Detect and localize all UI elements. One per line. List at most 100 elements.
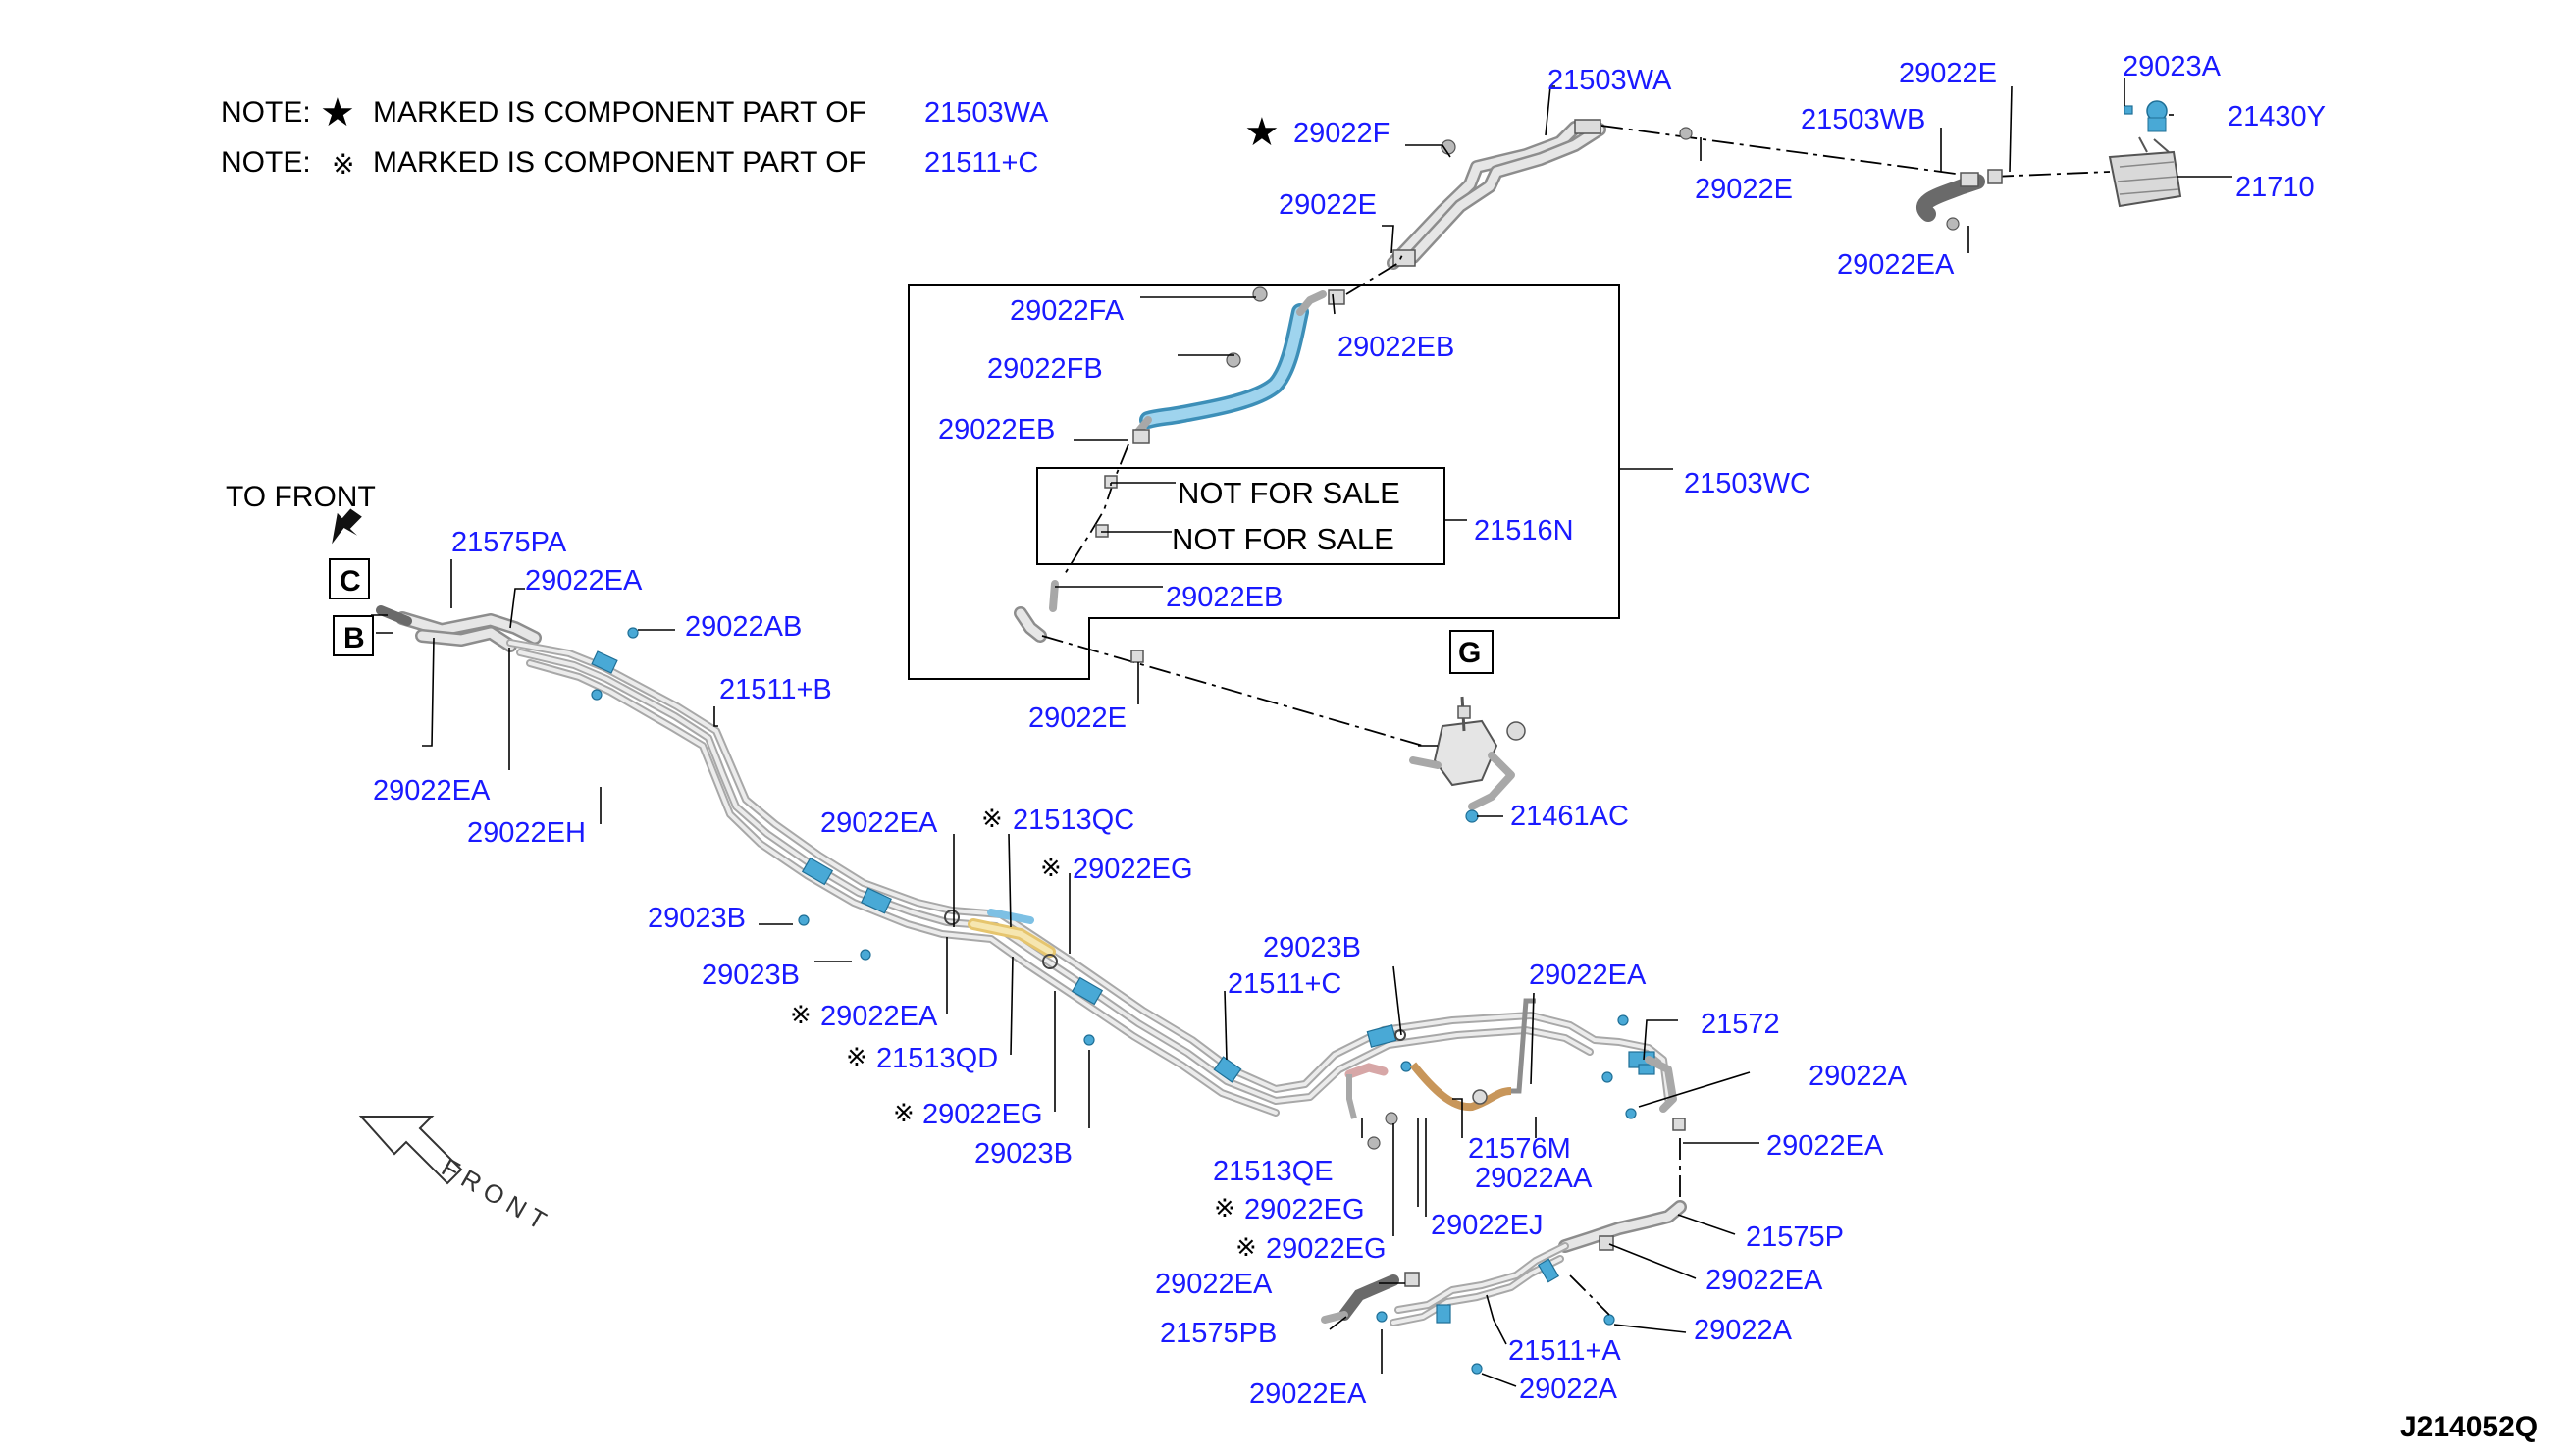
star-icon: ★ xyxy=(1244,111,1280,154)
tube-21513qe xyxy=(1344,1063,1389,1079)
callouts: 21503WA 29022E 29023A ★ 29022F 21503WB 2… xyxy=(373,51,2326,1410)
callout-29022e-mid[interactable]: 29022E xyxy=(1695,174,1793,205)
callout-29022ea-h[interactable]: 29022EA xyxy=(1705,1265,1823,1296)
callout-21575pb[interactable]: 21575PB xyxy=(1160,1318,1277,1349)
callout-29023b-a[interactable]: 29023B xyxy=(648,903,746,934)
clip xyxy=(1071,976,1104,1006)
hose-21575pb xyxy=(1338,1274,1399,1321)
callout-29022e-top[interactable]: 29022E xyxy=(1899,58,1997,89)
callout-21576m[interactable]: 21576M xyxy=(1468,1133,1571,1165)
callout-21513qc[interactable]: 21513QC xyxy=(1013,805,1134,836)
callout-29023a[interactable]: 29023A xyxy=(2123,51,2222,82)
reference-mark-icon: ※ xyxy=(981,804,1003,833)
callout-29022a-c[interactable]: 29022A xyxy=(1519,1374,1618,1405)
callout-21430y[interactable]: 21430Y xyxy=(2228,101,2326,132)
callout-29022ea-c[interactable]: 29022EA xyxy=(820,807,938,839)
callout-29022ea-b[interactable]: 29022EA xyxy=(373,775,491,806)
note-1-prefix: NOTE: xyxy=(221,96,311,129)
callout-29022ea-i[interactable]: 29022EA xyxy=(1249,1378,1367,1410)
bracket xyxy=(1433,719,1498,787)
group-box-21516n xyxy=(1036,467,1445,565)
callout-21503wa[interactable]: 21503WA xyxy=(1547,65,1672,96)
note-1: NOTE: ★ MARKED IS COMPONENT PART OF 2150… xyxy=(221,91,1049,134)
callout-21511a[interactable]: 21511+A xyxy=(1508,1335,1621,1367)
callout-29022ea-e[interactable]: 29022EA xyxy=(1529,960,1647,991)
bolt xyxy=(1252,286,1268,302)
bolt xyxy=(627,627,639,639)
callout-29023b-d[interactable]: 29023B xyxy=(1263,932,1361,963)
reference-box-g xyxy=(1449,630,1494,674)
diagram-code: J214052Q xyxy=(2400,1411,2538,1443)
callout-29022eg-b[interactable]: 29022EG xyxy=(922,1099,1043,1130)
callout-29022f[interactable]: 29022F xyxy=(1293,118,1390,149)
callout-21575p[interactable]: 21575P xyxy=(1746,1222,1844,1253)
note-1-part[interactable]: 21503WA xyxy=(924,97,1049,129)
callout-21516n[interactable]: 21516N xyxy=(1474,515,1574,546)
callout-29022eb-b[interactable]: 29022EB xyxy=(938,414,1055,445)
callout-21511c[interactable]: 21511+C xyxy=(1228,968,1341,1000)
callout-29022ab[interactable]: 29022AB xyxy=(685,611,802,643)
clip xyxy=(1638,1064,1655,1075)
bolt xyxy=(591,689,603,701)
callout-29022aa[interactable]: 29022AA xyxy=(1475,1163,1593,1194)
callout-29022eb-a[interactable]: 29022EB xyxy=(1337,332,1454,363)
bolt xyxy=(1601,1071,1613,1083)
callout-21513qe[interactable]: 21513QE xyxy=(1213,1156,1334,1187)
fitting xyxy=(1132,429,1150,444)
lower-tube-assembly xyxy=(1321,1138,1687,1375)
not-for-sale-2: NOT FOR SALE xyxy=(1172,522,1394,556)
callout-29022ea-a[interactable]: 29022EA xyxy=(525,565,643,597)
callout-29022ej[interactable]: 29022EJ xyxy=(1431,1210,1544,1241)
note-2-part[interactable]: 21511+C xyxy=(924,147,1038,179)
group-box-21503wc xyxy=(908,284,1620,680)
clip xyxy=(1366,1024,1397,1048)
callout-29022ea-g[interactable]: 29022EA xyxy=(1155,1269,1273,1300)
front-arrow: FRONT xyxy=(358,1116,557,1238)
callout-29022a-b[interactable]: 29022A xyxy=(1694,1315,1793,1346)
callout-29022a-a[interactable]: 29022A xyxy=(1809,1061,1908,1092)
note-2-text: MARKED IS COMPONENT PART OF xyxy=(373,146,866,179)
callout-29022ea-d[interactable]: 29022EA xyxy=(820,1001,938,1032)
reference-mark-icon: ※ xyxy=(1214,1193,1235,1222)
reference-mark-icon: ※ xyxy=(790,1000,812,1029)
callout-29022ea-top-right[interactable]: 29022EA xyxy=(1837,249,1955,281)
clip-29023a xyxy=(2124,105,2133,115)
clip xyxy=(1537,1258,1560,1283)
callout-29022e-low[interactable]: 29022E xyxy=(1028,702,1127,734)
callout-21503wc[interactable]: 21503WC xyxy=(1684,468,1810,499)
callout-29022eg-c[interactable]: 29022EG xyxy=(1244,1194,1365,1225)
callout-29022fa[interactable]: 29022FA xyxy=(1010,295,1125,327)
callout-29022eg-a[interactable]: 29022EG xyxy=(1073,854,1193,885)
callout-21575pa[interactable]: 21575PA xyxy=(451,527,567,558)
reference-box-c-label: C xyxy=(340,565,361,598)
callout-21710[interactable]: 21710 xyxy=(2235,172,2315,203)
clip xyxy=(1213,1056,1242,1083)
reference-box-b xyxy=(333,615,374,656)
not-for-sale-1: NOT FOR SALE xyxy=(1178,476,1400,510)
callout-21572[interactable]: 21572 xyxy=(1701,1009,1780,1040)
callout-29023b-c[interactable]: 29023B xyxy=(974,1138,1073,1170)
callout-21503wb[interactable]: 21503WB xyxy=(1801,104,1925,135)
callout-21461ac[interactable]: 21461AC xyxy=(1510,801,1629,832)
callout-21511b[interactable]: 21511+B xyxy=(719,674,832,705)
callout-29022e-left[interactable]: 29022E xyxy=(1279,189,1377,221)
assembly-line xyxy=(1041,635,1424,747)
callout-29022ea-f[interactable]: 29022EA xyxy=(1766,1130,1884,1162)
callout-29022eh[interactable]: 29022EH xyxy=(467,817,586,849)
front-arrow-icon xyxy=(358,1116,463,1185)
callout-29022eb-c[interactable]: 29022EB xyxy=(1166,582,1283,613)
to-front-arrow-icon xyxy=(332,508,362,545)
callout-29023b-b[interactable]: 29023B xyxy=(702,960,800,991)
callout-29022fb[interactable]: 29022FB xyxy=(987,353,1103,385)
reference-mark-icon: ※ xyxy=(846,1042,867,1071)
bolt xyxy=(1083,1034,1095,1046)
callout-29022eg-d[interactable]: 29022EG xyxy=(1266,1233,1387,1265)
reference-box-b-label: B xyxy=(343,622,365,654)
callout-21513qd[interactable]: 21513QD xyxy=(876,1043,998,1074)
to-front-label: TO FRONT xyxy=(226,481,376,513)
note-2-prefix: NOTE: xyxy=(221,146,311,179)
note-1-text: MARKED IS COMPONENT PART OF xyxy=(373,96,866,129)
hose-21576m xyxy=(1409,1062,1512,1112)
